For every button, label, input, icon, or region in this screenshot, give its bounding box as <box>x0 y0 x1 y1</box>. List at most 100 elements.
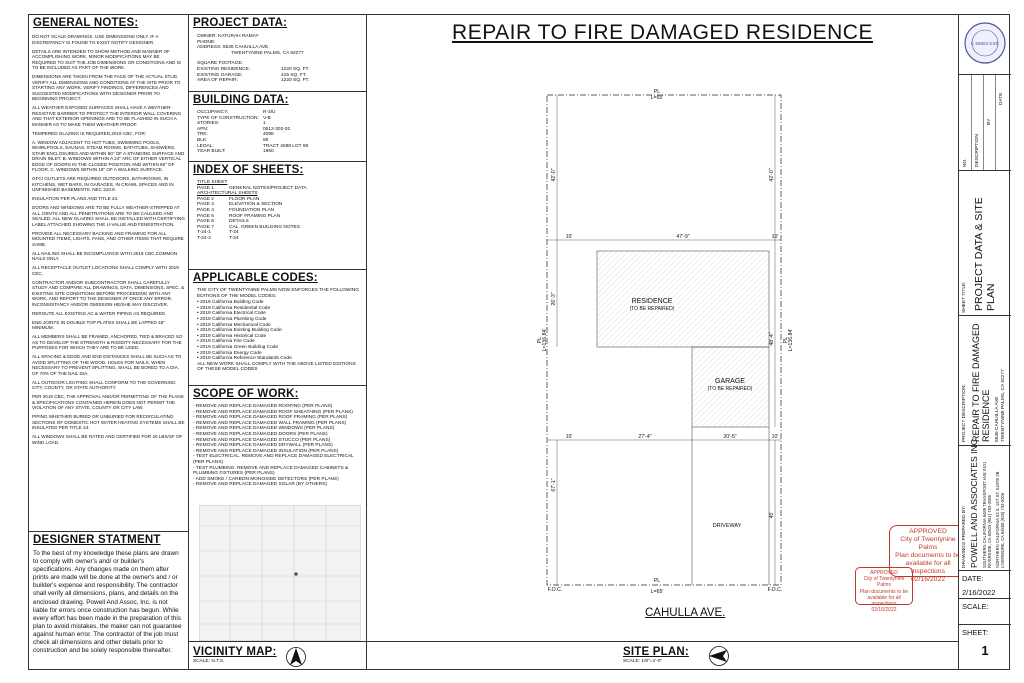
drawing-sheet: GENERAL NOTES: DO NOT SCALE DRAWINGS. US… <box>28 14 1011 670</box>
sheet-index-key: PAGE 7 <box>197 224 214 230</box>
general-note: TEMPERED GLAZING IS REQUIRED,2019 CBC, F… <box>32 130 147 136</box>
scope-item: - TEST ELECTRICAL. REMOVE AND REPLACE DA… <box>193 454 354 465</box>
general-note: REROUTE ALL EXISTING AC & WATER PIPING A… <box>32 310 167 316</box>
site-plan-scale: SCALE: 1/8"=1'-0" <box>623 659 663 664</box>
general-note: ALL NAILING SHALL BE INCOMPLIANCE WITH 2… <box>32 250 178 262</box>
code-item: • 2019 California Reference Standards Co… <box>197 356 292 362</box>
dim-side-right: 10' <box>772 234 779 240</box>
general-notes-heading: GENERAL NOTES: <box>33 17 139 29</box>
vicinity-map-scale: SCALE: N.T.S. <box>193 659 225 664</box>
project-description-box: PROJECT DESCRIPTION: REPAIR TO FIRE DAMA… <box>959 316 1011 446</box>
architectural-sheets-label: ARCHITECTURAL SHEETS <box>197 191 258 197</box>
pl-bottom-label: PL <box>654 578 660 584</box>
general-notes-column: GENERAL NOTES: DO NOT SCALE DRAWINGS. US… <box>29 15 189 669</box>
prepared-by-label: DRAWINGS PREPARED BY: <box>962 505 967 568</box>
property-line <box>546 94 782 586</box>
scope-item: - REMOVE AND REPLACE DAMAGED STUCCO (PER… <box>193 437 331 443</box>
designer-seal-icon: C 56804 EXP. <box>964 22 1006 64</box>
garage-note: (TO BE REPAIRED) <box>708 386 753 392</box>
building-data-row: OCCUPANCY: R-3/U <box>197 110 366 116</box>
sheet-index-value: FLOOR PLAN <box>229 196 260 202</box>
building-data-value: V-B <box>263 115 271 121</box>
square-footage-row: SQUARE FOOTAGE: <box>197 61 362 67</box>
code-item: • 2019 California Mechanical Code <box>197 322 271 328</box>
sheet-index-key: T-24-2 <box>197 235 211 241</box>
foc-left: F.O.C. <box>548 587 563 593</box>
general-note: ALL RECEPTACLE OUTLET LOCATIONS SHALL CO… <box>32 265 179 276</box>
sheet-number-box: SHEET: 1 <box>959 625 1011 658</box>
vicinity-map-image <box>199 505 361 641</box>
designer-statement-section: DESIGNER STATMENT To the best of my know… <box>29 531 188 655</box>
building-data-key: OCCUPANCY: <box>197 110 229 115</box>
sheet-index-value: CAL. GREEN BUILDING NOTES <box>229 224 300 230</box>
firm-north-office: NORTHERN CALIFORNIA 53 S. 1ST ST. SUITE … <box>995 471 1005 568</box>
date-value: 2/16/2022 <box>962 588 996 597</box>
pl-right-label: PL <box>783 337 789 343</box>
general-note: DIMENSIONS ARE TAKEN FROM THE FACE OF TH… <box>32 74 181 101</box>
sheet-index-value: GENERAL NOTES/PROJECT DATA <box>229 185 307 191</box>
scope-of-work-section: SCOPE OF WORK: - REMOVE AND REPLACE DAMA… <box>189 385 366 488</box>
building-data-key: STORIES: <box>197 121 220 127</box>
sheet-index-key: PAGE 2 <box>197 196 214 202</box>
dim-top-setback-left: 42'-0" <box>551 168 557 181</box>
codes-intro: THE CITY OF TWENTYNINE PALMS NOW ENFORCE… <box>197 288 359 299</box>
site-plan-heading: SITE PLAN: <box>623 646 689 658</box>
scale-box: SCALE: <box>959 599 1011 625</box>
sheet-index-value: T-24 <box>229 230 239 236</box>
dim-front-side-right: 10' <box>772 434 779 440</box>
driveway-label: DRIVEWAY <box>713 523 742 529</box>
scope-item: - REMOVE AND REPLACE DAMAGED WINDOWS (PE… <box>193 426 335 432</box>
dim-top-setback-right: 42'-0" <box>769 168 775 181</box>
dim-front-setback: 67'-1" <box>551 478 557 491</box>
building-data-row: BLK:88 <box>197 138 366 144</box>
applicable-codes-heading: APPLICABLE CODES: <box>193 272 318 284</box>
pl-left-label: PL <box>537 337 543 343</box>
general-note: DO NOT SCALE DRAWINGS. USE DIMENSIONS ON… <box>32 34 159 45</box>
designer-statement-heading: DESIGNER STATMENT <box>33 534 161 546</box>
general-note: INSULATION PER PLANS AND TITLE 24. <box>32 196 119 201</box>
building-data-value: R-3/U <box>263 110 276 115</box>
general-note: DOORS AND WINDOWS ARE TO BE FULLY WEATHE… <box>32 205 185 227</box>
phone-line: PHONE: <box>197 39 216 45</box>
scope-item: - REMOVE AND REPLACE DAMAGED ROOF SHEATH… <box>193 409 353 415</box>
square-footage-key: EXISTING GARAGE: <box>197 72 243 78</box>
building-data-value: 4098 <box>263 132 274 138</box>
rev-no-header: NO. <box>963 158 968 167</box>
scope-item: - REMOVE AND REPLACE DAMAGED DRYWALL (PE… <box>193 443 333 449</box>
general-note: ALL WEATHER EXPOSED SURFACES SHALL HAVE … <box>32 105 182 127</box>
code-item: • 2019 California Electrical Code <box>197 311 266 317</box>
scope-item: - TEST PLUMBING. REMOVE AND REPLACE DAMA… <box>193 465 349 477</box>
pl-top-label: PL <box>654 89 660 95</box>
square-footage-row: AREA OF REPAIR:1220 SQ. FT. <box>197 78 362 84</box>
square-footage-value: 1220 SQ. FT. <box>281 78 310 84</box>
site-plan-footer: SITE PLAN: SCALE: 1/8"=1'-0" <box>367 641 958 666</box>
code-item: • 2019 California Green Building Code <box>197 344 279 350</box>
square-footage-key: SQUARE FOOTAGE: <box>197 61 244 67</box>
building-data-key: TYPE OF CONSTRUCTION: <box>197 115 259 121</box>
firm-south-office: SOUTHERN CALIFORNIA 9489 TRANSPORT AVE #… <box>982 461 992 568</box>
general-note: PIPING WHETHER BURIED OR UNBURIED FOR RE… <box>32 414 185 430</box>
building-data-row: STORIES:1 <box>197 121 366 127</box>
dim-garage-width: 20'-5" <box>723 434 736 440</box>
sheet-index-value: DETAILS <box>229 219 249 225</box>
vicinity-map-heading: VICINITY MAP: <box>193 646 277 658</box>
sheet-index-key: PAGE 6 <box>197 219 214 225</box>
building-data-value: 0612-302-02 <box>263 126 291 132</box>
building-data-key: BLK: <box>197 137 208 143</box>
square-footage-table: SQUARE FOOTAGE:EXISTING RESIDENCE:1220 S… <box>197 61 362 83</box>
residence-note: (TO BE REPAIRED) <box>630 306 675 312</box>
dim-residence-front: 27'-4" <box>638 434 651 440</box>
rev-date-header: DATE <box>999 92 1004 105</box>
firm-name: POWELL AND ASSOCIATES INC. <box>969 436 979 568</box>
code-item: • 2019 California Plumbing Code <box>197 316 267 322</box>
project-address-2: TWENTYNINE PALMS, CA 92277 <box>1001 369 1006 442</box>
scope-item: - REMOVE AND REPLACE DAMAGED ROOFING (PE… <box>193 404 333 409</box>
title-sheet-label: TITLE SHEET <box>197 180 228 185</box>
building-data-row: YEAR BUILT:1960 <box>197 149 366 155</box>
scope-item: - REMOVE AND REPLACE DAMAGED SOLAR (BY O… <box>193 482 327 488</box>
applicable-codes-section: APPLICABLE CODES: THE CITY OF TWENTYNINE… <box>189 269 366 373</box>
